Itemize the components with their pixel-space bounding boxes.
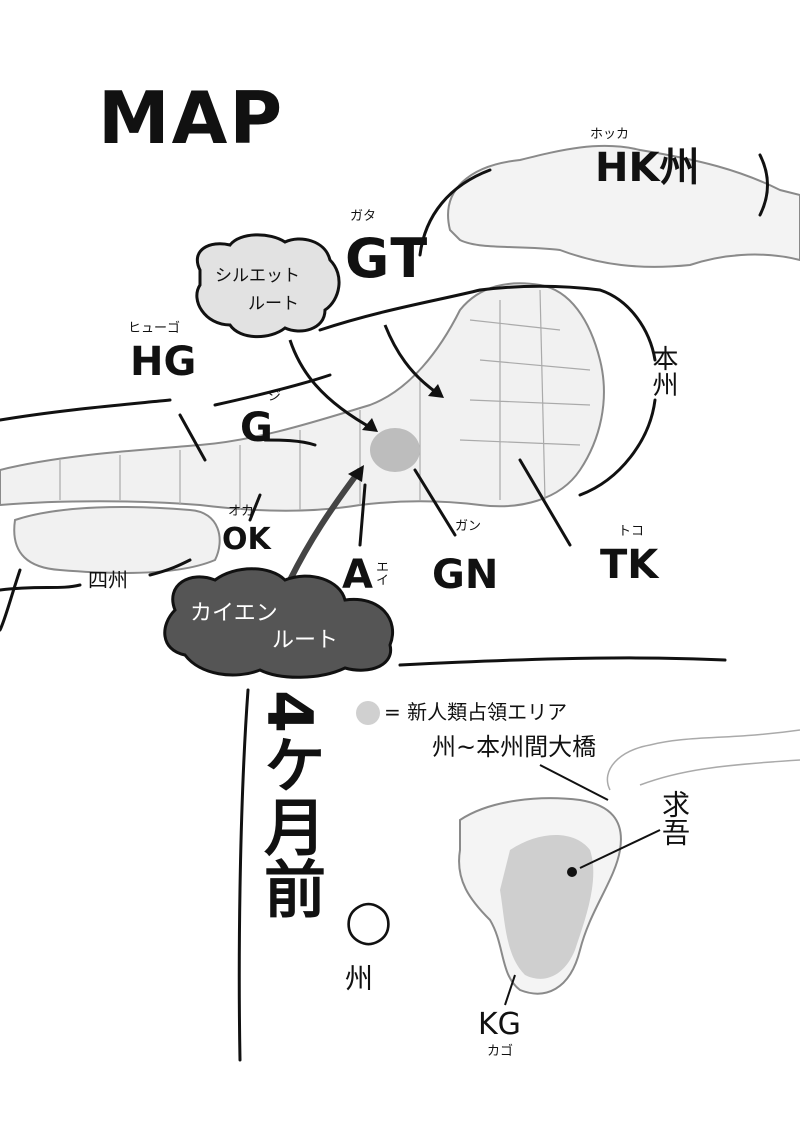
cayenne-route-line2: ルート bbox=[272, 628, 339, 653]
shikoku-outline bbox=[13, 506, 221, 574]
g-ruby: ジ bbox=[268, 389, 282, 404]
arrow-heads bbox=[348, 384, 444, 482]
inset-arrows bbox=[504, 764, 661, 1006]
gt-label: GT bbox=[345, 227, 430, 290]
hk-label: HK州 bbox=[595, 145, 700, 191]
silhouette-route-line1: シルエット bbox=[215, 266, 300, 286]
bridge-label: 州~本州間大橋 bbox=[432, 733, 597, 761]
hk-ruby: ホッカ bbox=[590, 127, 630, 142]
map-title: MAP bbox=[98, 76, 285, 160]
kyugo-location-dot bbox=[567, 867, 577, 877]
four-months-ago-label: 4ケ月前 bbox=[253, 690, 326, 920]
g-label: G bbox=[240, 405, 273, 451]
kyushu-occupied-area bbox=[500, 835, 594, 979]
honshu-label: 本州 bbox=[648, 345, 678, 397]
gn-label: GN bbox=[432, 552, 499, 598]
arrows bbox=[287, 324, 441, 582]
a-label: A bbox=[342, 552, 373, 598]
boundary-lines bbox=[0, 153, 769, 1062]
gn-ruby: ガン bbox=[455, 519, 482, 534]
hg-label: HG bbox=[130, 339, 197, 385]
kg-ruby: カゴ bbox=[487, 1044, 514, 1059]
cayenne-route-line1: カイエン bbox=[190, 601, 278, 626]
inset-honshu-edge bbox=[606, 729, 800, 791]
occupied-area-legend: = 新人類占領エリア bbox=[384, 700, 568, 724]
hg-ruby: ヒューゴ bbox=[128, 321, 181, 336]
cayenne-route-cloud[interactable] bbox=[163, 567, 395, 679]
kyushu-label: 州 bbox=[345, 962, 374, 995]
tk-label: TK bbox=[600, 542, 659, 588]
a-ruby: エイ bbox=[373, 560, 388, 586]
prefecture-borders bbox=[59, 289, 591, 510]
silhouette-route-line2: ルート bbox=[248, 294, 299, 314]
inset-legend-swatch bbox=[356, 701, 380, 725]
hokkaido-outline bbox=[447, 144, 800, 268]
occupied-area-marker bbox=[370, 428, 420, 472]
tk-ruby: トコ bbox=[618, 524, 645, 539]
shikoku-label: 四州 bbox=[88, 568, 128, 592]
kyugo-label: 求吾 bbox=[658, 790, 691, 846]
gt-ruby: ガタ bbox=[350, 209, 377, 224]
kg-label: KG bbox=[478, 1007, 521, 1042]
silhouette-route-cloud[interactable] bbox=[195, 233, 341, 339]
kyushu-symbol: ◯ bbox=[345, 896, 393, 945]
ok-ruby: オカ bbox=[228, 504, 255, 519]
ok-label: OK bbox=[222, 522, 271, 557]
